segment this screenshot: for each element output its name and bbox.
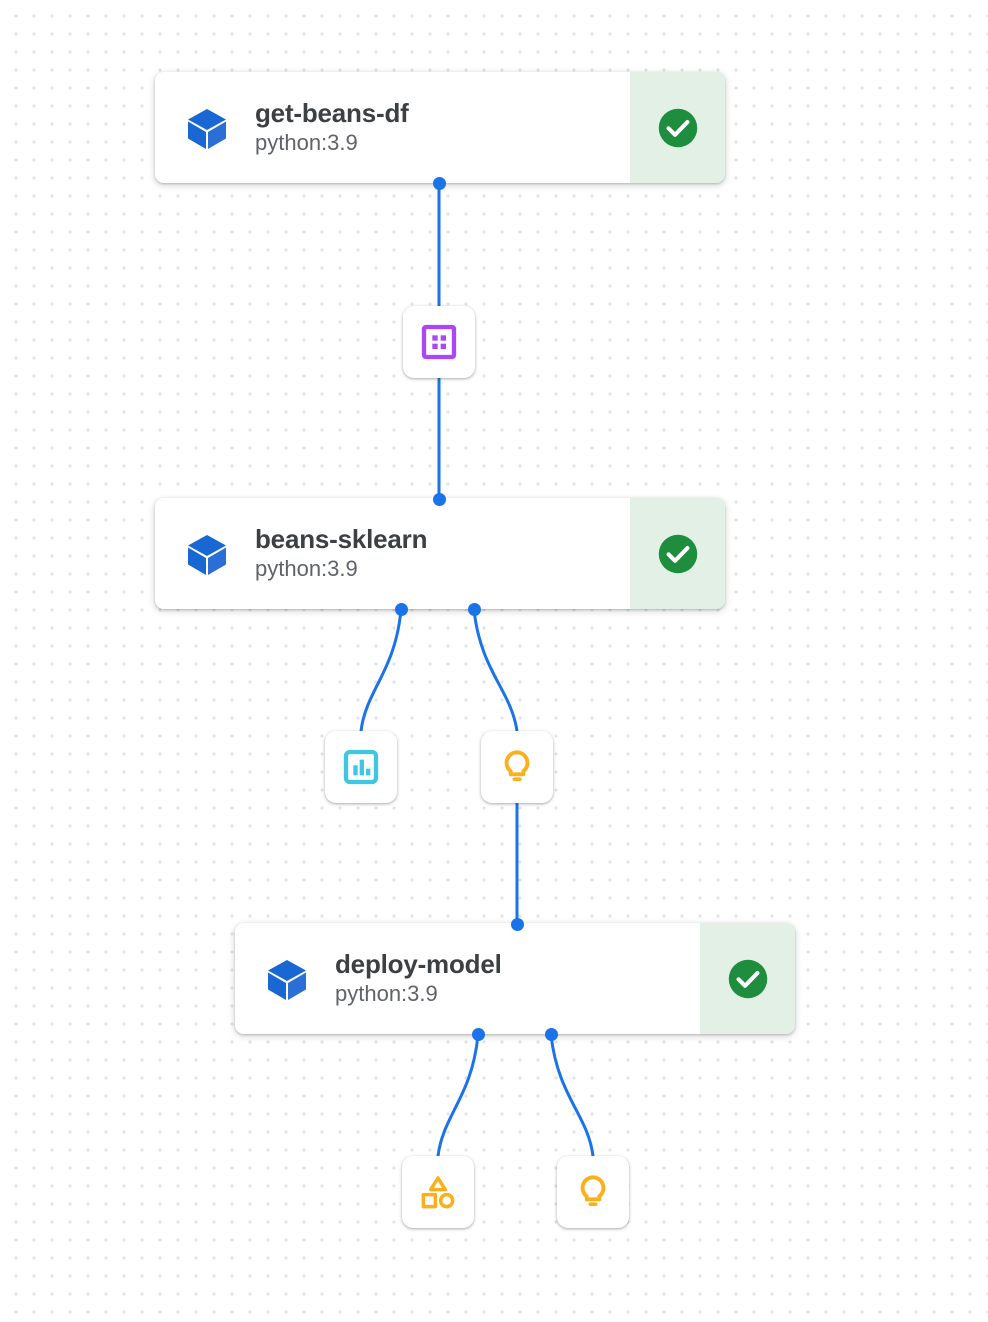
check-circle-icon: [728, 959, 767, 998]
node-output-port-beans-sklearn-model[interactable]: [468, 603, 481, 616]
status-badge[interactable]: [630, 72, 725, 183]
edge-beans-sklearn-to-model: [472, 609, 519, 732]
node-output-port-get-beans-df[interactable]: [433, 177, 446, 190]
node-output-port-deploy-model-endpoint[interactable]: [545, 1028, 558, 1041]
node-text: deploy-model python:3.9: [335, 948, 502, 1008]
node-title: beans-sklearn: [255, 523, 428, 554]
check-circle-icon: [658, 108, 697, 147]
component-cube-icon: [261, 953, 313, 1005]
node-body[interactable]: get-beans-df python:3.9: [155, 72, 630, 183]
node-title: get-beans-df: [255, 97, 409, 128]
lightbulb-icon: [504, 750, 530, 781]
status-badge[interactable]: [700, 923, 795, 1034]
pipeline-node-get-beans-df[interactable]: get-beans-df python:3.9: [155, 72, 725, 183]
node-subtitle: python:3.9: [335, 980, 438, 1006]
node-body[interactable]: beans-sklearn python:3.9: [155, 498, 630, 609]
pipeline-node-deploy-model[interactable]: deploy-model python:3.9: [235, 923, 795, 1034]
edge-deploy-model-to-classification-metrics: [436, 1034, 480, 1157]
node-input-port-beans-sklearn[interactable]: [433, 493, 446, 506]
node-input-port-deploy-model[interactable]: [511, 918, 524, 931]
artifact-chip-dataset[interactable]: [403, 306, 475, 378]
node-subtitle: python:3.9: [255, 129, 358, 155]
pipeline-node-beans-sklearn[interactable]: beans-sklearn python:3.9: [155, 498, 725, 609]
artifact-chip-endpoint[interactable]: [557, 1156, 629, 1228]
artifact-chip-classification-metrics[interactable]: [402, 1156, 474, 1228]
artifact-chip-metrics[interactable]: [325, 731, 397, 803]
component-cube-icon: [181, 528, 233, 580]
artifact-chip-model[interactable]: [481, 731, 553, 803]
lightbulb-icon: [580, 1175, 606, 1206]
node-body[interactable]: deploy-model python:3.9: [235, 923, 700, 1034]
dataset-grid-icon: [421, 324, 457, 360]
status-badge[interactable]: [630, 498, 725, 609]
edge-beans-sklearn-to-metrics: [359, 609, 403, 732]
node-text: beans-sklearn python:3.9: [255, 523, 428, 583]
node-title: deploy-model: [335, 948, 502, 979]
check-circle-icon: [658, 534, 697, 573]
node-subtitle: python:3.9: [255, 555, 358, 581]
node-output-port-beans-sklearn-metrics[interactable]: [395, 603, 408, 616]
node-output-port-deploy-model-metrics[interactable]: [472, 1028, 485, 1041]
component-cube-icon: [181, 102, 233, 154]
shapes-icon: [421, 1176, 455, 1209]
node-text: get-beans-df python:3.9: [255, 97, 409, 157]
bar-chart-metrics-icon: [343, 749, 379, 785]
edge-deploy-model-to-endpoint: [549, 1034, 595, 1157]
